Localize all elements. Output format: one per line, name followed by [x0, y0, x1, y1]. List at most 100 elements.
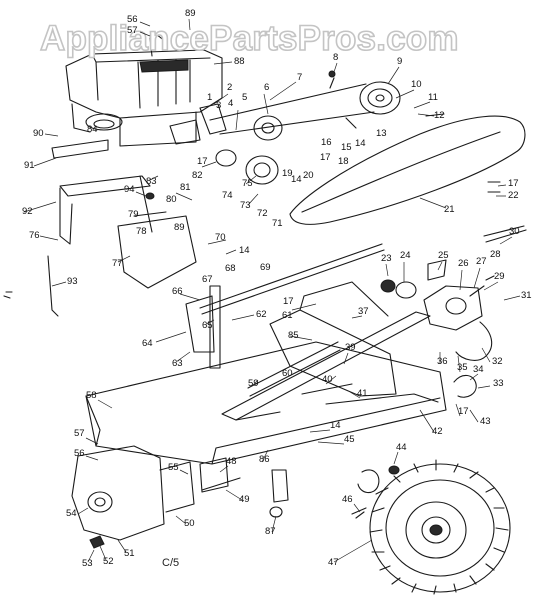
callout-14: 14 — [239, 245, 250, 256]
callout-37: 37 — [358, 306, 369, 317]
callout-14: 14 — [355, 138, 366, 149]
callout-79: 79 — [128, 209, 139, 220]
callout-59: 59 — [248, 378, 259, 389]
callout-34: 34 — [473, 364, 484, 375]
callout-81: 81 — [180, 182, 191, 193]
callout-30: 30 — [509, 226, 520, 237]
edge-mark — [3, 291, 13, 299]
callout-18: 18 — [338, 156, 349, 167]
callout-17: 17 — [508, 178, 519, 189]
callout-67: 67 — [202, 274, 213, 285]
callout-89: 89 — [185, 8, 196, 19]
callout-43: 43 — [480, 416, 491, 427]
callout-41: 41 — [357, 388, 368, 399]
callout-89: 89 — [174, 222, 185, 233]
callout-42: 42 — [432, 426, 443, 437]
callout-90: 90 — [33, 128, 44, 139]
callout-82: 82 — [192, 170, 203, 181]
callout-8: 8 — [333, 52, 338, 63]
drive-belt — [169, 77, 401, 185]
callout-64: 64 — [142, 338, 153, 349]
callout-49: 49 — [239, 494, 250, 505]
diagram-code: C/5 — [162, 557, 179, 569]
callout-88: 88 — [234, 56, 245, 67]
callout-20: 20 — [303, 170, 314, 181]
callout-56: 56 — [127, 14, 138, 25]
callout-65: 65 — [202, 320, 213, 331]
callout-62: 62 — [256, 309, 267, 320]
callout-76: 76 — [29, 230, 40, 241]
callout-54: 54 — [66, 508, 77, 519]
engine-mount-bracket — [47, 139, 197, 317]
callout-77: 77 — [112, 258, 123, 269]
callout-22: 22 — [508, 190, 519, 201]
callout-35: 35 — [457, 362, 468, 373]
callout-72: 72 — [257, 208, 268, 219]
callout-91: 91 — [24, 160, 35, 171]
callout-47: 47 — [328, 557, 339, 568]
callout-85: 85 — [288, 330, 299, 341]
callout-14: 14 — [291, 174, 302, 185]
callout-68: 68 — [225, 263, 236, 274]
callout-21: 21 — [444, 204, 455, 215]
callout-5: 5 — [242, 92, 247, 103]
watermark: AppliancePartsPros.com — [40, 19, 459, 58]
callout-19: 19 — [282, 168, 293, 179]
callout-26: 26 — [458, 258, 469, 269]
callout-56: 56 — [74, 448, 85, 459]
callout-29: 29 — [494, 271, 505, 282]
callout-80: 80 — [166, 194, 177, 205]
callout-17: 17 — [283, 296, 294, 307]
callout-44: 44 — [396, 442, 407, 453]
callout-92: 92 — [22, 206, 33, 217]
callout-36: 36 — [437, 356, 448, 367]
callout-55: 55 — [168, 462, 179, 473]
callout-10: 10 — [411, 79, 422, 90]
callout-2: 2 — [227, 82, 232, 93]
leader-lines — [23, 18, 521, 563]
belt-guard — [289, 115, 526, 225]
tiller-frame — [85, 281, 447, 465]
callout-87: 87 — [265, 526, 276, 537]
callout-33: 33 — [493, 378, 504, 389]
callout-9: 9 — [397, 56, 402, 67]
callout-74: 74 — [222, 190, 233, 201]
callout-25: 25 — [438, 250, 449, 261]
callout-45: 45 — [344, 434, 355, 445]
tiller-wheel — [369, 459, 511, 595]
callout-48: 48 — [226, 456, 237, 467]
callout-39: 39 — [345, 342, 356, 353]
callout-6: 6 — [264, 82, 269, 93]
callout-94: 94 — [124, 184, 135, 195]
callout-32: 32 — [492, 356, 503, 367]
callout-60: 60 — [282, 368, 293, 379]
callout-70: 70 — [215, 232, 226, 243]
callout-17: 17 — [197, 156, 208, 167]
control-rod — [199, 243, 385, 315]
callout-13: 13 — [376, 128, 387, 139]
callout-46: 46 — [342, 494, 353, 505]
callout-31: 31 — [521, 290, 532, 301]
callout-73: 73 — [240, 200, 251, 211]
handle-lever — [221, 311, 431, 421]
callout-11: 11 — [428, 92, 438, 103]
callouts: 56 57 89 88 8 9 7 10 11 12 2 1 3 4 5 6 1… — [22, 8, 532, 569]
callout-61: 61 — [282, 310, 293, 321]
callout-50: 50 — [184, 518, 195, 529]
callout-28: 28 — [490, 249, 501, 260]
transmission-parts — [380, 225, 527, 398]
callout-40: 40 — [322, 374, 333, 385]
callout-16: 16 — [321, 137, 332, 148]
engine — [65, 33, 223, 147]
callout-69: 69 — [260, 262, 271, 273]
callout-66: 66 — [172, 286, 183, 297]
callout-57: 57 — [127, 25, 138, 36]
callout-52: 52 — [103, 556, 114, 567]
callout-15: 15 — [341, 142, 352, 153]
callout-53: 53 — [82, 558, 93, 569]
callout-24: 24 — [400, 250, 411, 261]
callout-23: 23 — [381, 253, 392, 264]
callout-71: 71 — [272, 218, 283, 229]
callout-17: 17 — [458, 406, 469, 417]
